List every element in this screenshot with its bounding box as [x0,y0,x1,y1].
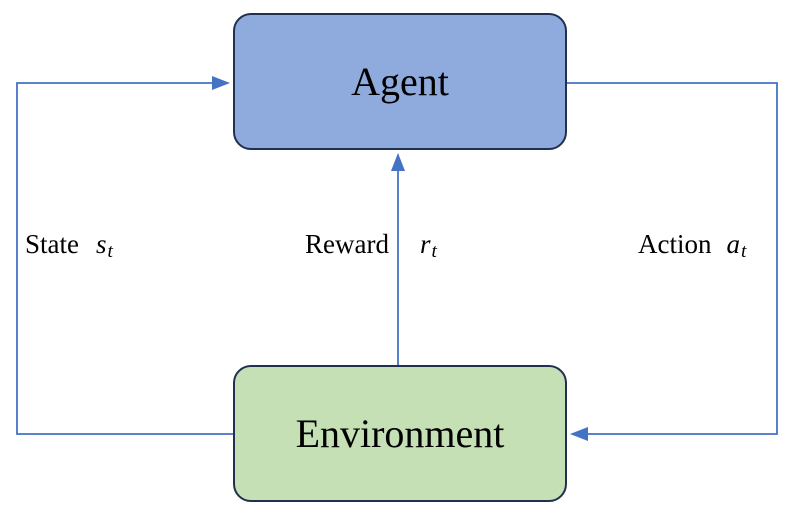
environment-box: Environment [233,365,567,502]
agent-label: Agent [351,59,449,104]
state-symbol: st [96,229,113,263]
environment-label: Environment [295,411,505,456]
action-edge-label: Action at [638,229,746,263]
reward-edge-label: Reward rt [305,229,437,263]
state-edge-label: State st [25,229,113,263]
action-symbol: at [726,229,747,263]
agent-box: Agent [233,13,567,150]
reward-word: Reward [305,229,389,259]
action-word: Action [638,229,712,259]
state-word: State [25,229,79,259]
reward-symbol: rt [419,229,437,263]
